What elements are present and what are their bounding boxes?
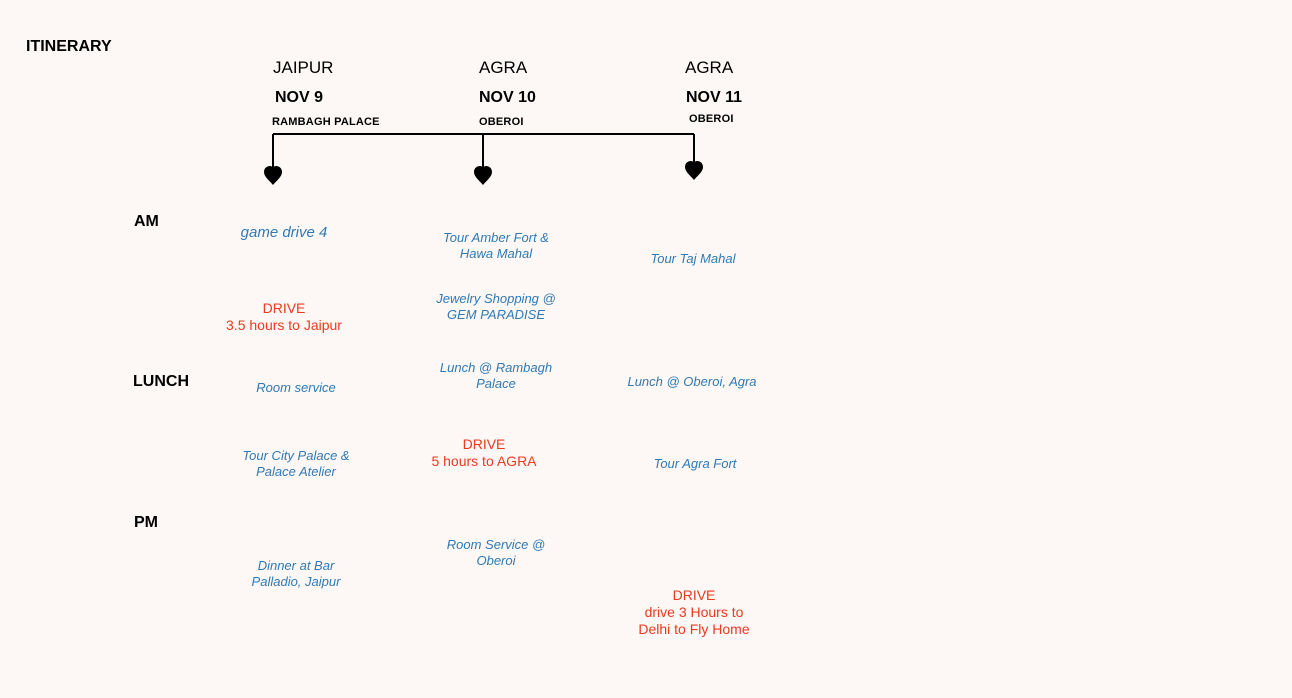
activity-item: Tour Agra Fort xyxy=(653,456,737,471)
activity-item: Jewelry Shopping @ GEM PARADISE xyxy=(436,291,556,322)
activity-item: Tour Taj Mahal xyxy=(650,251,736,266)
activity-item: Room service xyxy=(256,380,336,395)
activity-item: game drive 4 xyxy=(240,224,328,241)
day2-hotel: OBEROI xyxy=(479,116,524,128)
day3-hotel: OBEROI xyxy=(689,113,734,125)
activity-item: Room Service @ Oberoi xyxy=(446,537,546,568)
slot-lunch-label: LUNCH xyxy=(133,373,189,390)
activity-item: Tour Amber Fort & Hawa Mahal xyxy=(443,230,549,261)
drive-item: DRIVE 3.5 hours to Jaipur xyxy=(226,300,342,333)
heart-marker-icon xyxy=(685,161,703,180)
day2-city: AGRA xyxy=(479,58,528,77)
drive-item: DRIVE drive 3 Hours to Delhi to Fly Home xyxy=(638,587,750,637)
day1-date: NOV 9 xyxy=(275,89,324,106)
activity-item: Tour City Palace & Palace Atelier xyxy=(242,448,350,479)
heart-marker-icon xyxy=(264,166,282,185)
slot-am-label: AM xyxy=(134,213,159,230)
day2-date: NOV 10 xyxy=(479,89,536,106)
activity-item: Lunch @ Rambagh Palace xyxy=(439,360,553,391)
day3-city: AGRA xyxy=(685,58,734,77)
day1-city: JAIPUR xyxy=(273,58,334,77)
day1-hotel: RAMBAGH PALACE xyxy=(272,116,380,128)
slot-pm-label: PM xyxy=(134,514,158,531)
drive-item: DRIVE 5 hours to AGRA xyxy=(431,436,537,469)
activity-item: Dinner at Bar Palladio, Jaipur xyxy=(251,558,341,589)
page-title: ITINERARY xyxy=(26,38,112,55)
heart-marker-icon xyxy=(474,166,492,185)
activity-item: Lunch @ Oberoi, Agra xyxy=(627,374,757,389)
day3-date: NOV 11 xyxy=(686,89,743,106)
